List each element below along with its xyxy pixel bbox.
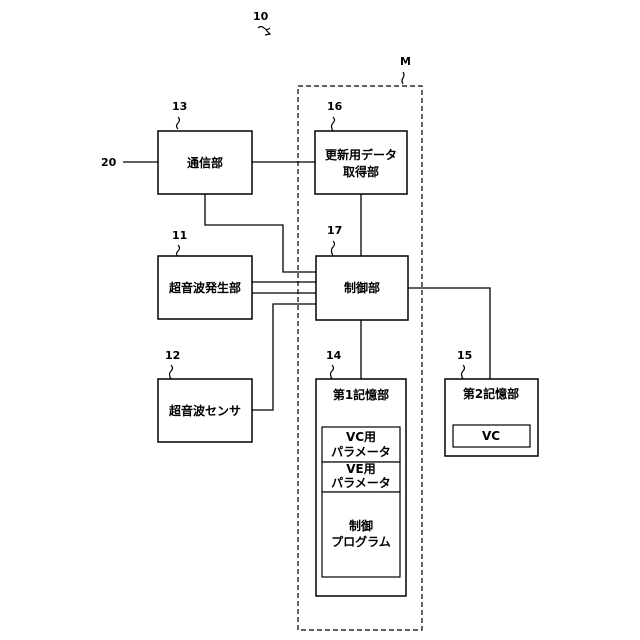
ultrasonic-sensor-label: 超音波センサ xyxy=(168,403,241,418)
update-data-label-line1: 更新用データ xyxy=(325,147,397,162)
communication-ref-leader xyxy=(177,117,180,129)
generator-ref-leader xyxy=(177,245,180,256)
control-ref-leader xyxy=(332,241,335,256)
control-program-line2: プログラム xyxy=(331,534,391,549)
update-ref: 16 xyxy=(327,100,343,113)
ultrasonic-generator-label: 超音波発生部 xyxy=(168,280,241,295)
memory2-ref: 15 xyxy=(457,349,472,362)
update-data-block xyxy=(315,131,407,194)
ve-params-line1: VE用 xyxy=(346,462,376,476)
ve-params-line2: パラメータ xyxy=(331,476,391,490)
sensor-ref: 12 xyxy=(165,349,180,362)
generator-ref: 11 xyxy=(172,229,187,242)
control-program-line1: 制御 xyxy=(349,518,373,533)
memory1-ref: 14 xyxy=(326,349,342,362)
control-label: 制御部 xyxy=(344,280,380,295)
memory2-ref-leader xyxy=(462,365,465,379)
figure-number: 10 xyxy=(253,10,269,23)
vc-params-line2: パラメータ xyxy=(331,445,391,459)
vc-params-line1: VC用 xyxy=(346,430,376,444)
update-data-label-line2: 取得部 xyxy=(343,164,379,179)
line-sensor-to-control xyxy=(252,304,316,410)
memory1-label: 第1記憶部 xyxy=(333,387,389,402)
figure-number-leader xyxy=(258,27,270,36)
line-control-to-memory2 xyxy=(408,288,490,379)
communication-label: 通信部 xyxy=(187,155,223,170)
external-ref: 20 xyxy=(101,156,117,169)
communication-ref: 13 xyxy=(172,100,187,113)
sensor-ref-leader xyxy=(170,365,173,379)
module-ref-leader xyxy=(402,72,404,84)
memory1-ref-leader xyxy=(331,365,334,379)
control-ref: 17 xyxy=(327,224,342,237)
memory2-label: 第2記憶部 xyxy=(463,386,519,401)
vc-label: VC xyxy=(482,429,500,443)
module-ref: M xyxy=(400,55,411,68)
update-ref-leader xyxy=(332,117,335,131)
